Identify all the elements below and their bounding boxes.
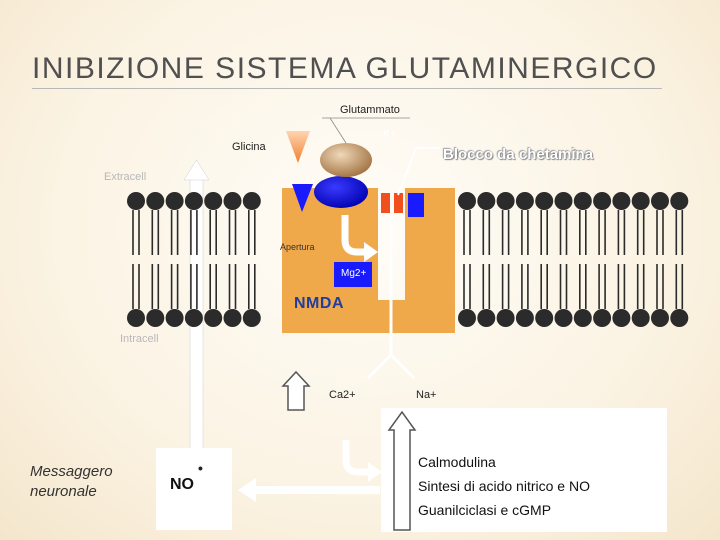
lipid bbox=[496, 192, 515, 327]
label-glicina: Glicina bbox=[232, 141, 266, 153]
label-glutammato: Glutammato bbox=[340, 104, 400, 116]
calmodulina-up-arrow bbox=[387, 410, 417, 531]
lipid bbox=[612, 192, 631, 327]
nmda-receptor bbox=[282, 188, 455, 333]
ion-flow bbox=[366, 215, 416, 380]
lipid bbox=[477, 192, 496, 327]
label-messaggero: Messaggero neuronale bbox=[30, 463, 113, 500]
lipid bbox=[573, 192, 592, 327]
blocco-pointer bbox=[397, 147, 440, 196]
info-line-sintesi: Sintesi di acido nitrico e NO bbox=[418, 478, 590, 494]
ca-to-calmodulina-arrowhead bbox=[368, 462, 382, 482]
label-extracell: Extracell bbox=[104, 171, 147, 183]
label-intracell: Intracell bbox=[120, 333, 159, 345]
label-no-radical: • bbox=[198, 460, 203, 476]
label-nmda: NMDA bbox=[294, 295, 344, 312]
label-mg: Mg2+ bbox=[341, 268, 367, 279]
info-line-guanilciclasi: Guanilciclasi e cGMP bbox=[418, 502, 552, 518]
lipid bbox=[458, 192, 476, 327]
lipid bbox=[535, 192, 554, 327]
glicina-molecule bbox=[286, 131, 310, 163]
lipid bbox=[631, 192, 650, 327]
mg-box bbox=[334, 262, 372, 287]
apertura-arrow bbox=[341, 215, 366, 256]
lipid bbox=[184, 192, 203, 327]
title-rule bbox=[32, 88, 662, 89]
lipid bbox=[554, 192, 573, 327]
no-box bbox=[156, 448, 232, 530]
lipid bbox=[670, 192, 689, 327]
receptor-binding-site bbox=[314, 176, 368, 208]
ca-to-calmodulina-arrow bbox=[342, 440, 370, 476]
lipid bbox=[593, 192, 612, 327]
chetamina-block-blue bbox=[408, 193, 424, 217]
membrane-right bbox=[458, 192, 689, 327]
label-na: Na+ bbox=[416, 389, 437, 401]
lipid bbox=[165, 192, 184, 327]
glutammato-pointer bbox=[329, 117, 347, 144]
lipid bbox=[204, 192, 223, 327]
lipid bbox=[242, 192, 261, 327]
info-box bbox=[381, 408, 667, 532]
lipid bbox=[651, 192, 669, 327]
calcium-up-arrow bbox=[281, 370, 311, 411]
chetamina-block-orange-2 bbox=[394, 193, 403, 213]
lipid bbox=[515, 192, 534, 327]
lipid bbox=[127, 192, 145, 327]
label-ca: Ca2+ bbox=[329, 389, 356, 401]
info-line-calmodulina: Calmodulina bbox=[418, 454, 496, 470]
apertura-arrowhead bbox=[364, 242, 378, 262]
membrane-left bbox=[127, 192, 261, 327]
page-title: INIBIZIONE SISTEMA GLUTAMINERGICO bbox=[32, 52, 658, 85]
messenger-arrow-up bbox=[183, 159, 210, 526]
to-no-arrow bbox=[238, 478, 380, 502]
label-apertura: Apertura bbox=[280, 242, 315, 252]
chetamina-block-orange bbox=[381, 193, 390, 213]
label-no: NO bbox=[170, 476, 194, 493]
label-blocco-chetamina: Blocco da chetamina bbox=[443, 146, 594, 163]
lipid bbox=[146, 192, 165, 327]
glutammato-molecule bbox=[320, 143, 372, 177]
info-text: Calmodulina Sintesi di acido nitrico e N… bbox=[418, 450, 590, 522]
glicina-binding-site bbox=[292, 184, 313, 212]
lipid bbox=[223, 192, 242, 327]
label-k: K+ bbox=[383, 128, 397, 140]
